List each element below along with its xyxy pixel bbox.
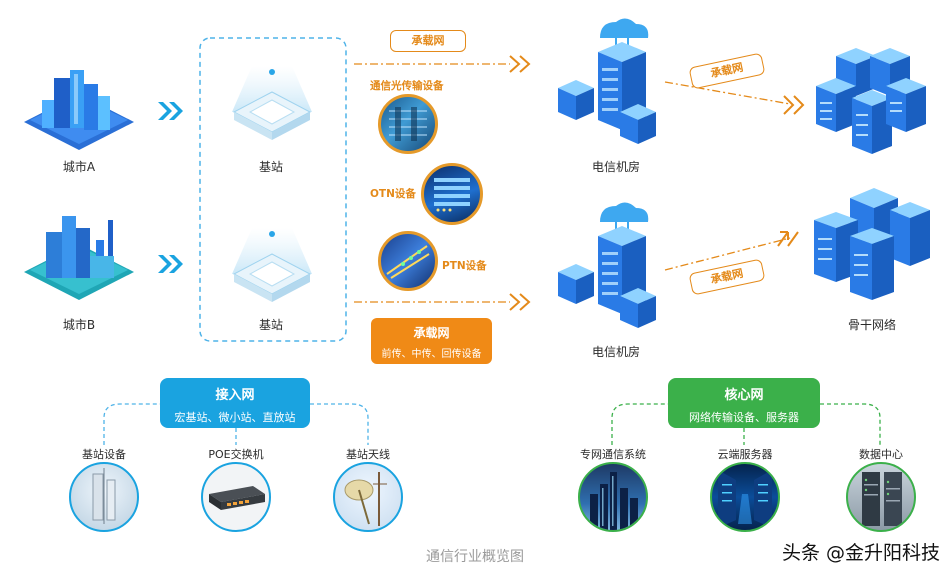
carrier-network-box: 承载网 前传、中传、回传设备: [371, 318, 492, 364]
base-station-icon: [226, 218, 318, 306]
backbone-network-illustration: [810, 186, 930, 304]
carrier-network-tag: 承载网: [390, 30, 466, 52]
access-network-title: 接入网: [215, 388, 255, 403]
private-network-system-image: [578, 462, 648, 532]
poe-switch-image: [201, 462, 271, 532]
cloud-server-image: [710, 462, 780, 532]
carrier-network-title: 承载网: [413, 326, 450, 340]
city-b-label: 城市B: [62, 318, 96, 332]
base-station-equipment-image: [69, 462, 139, 532]
access-item-label: POE交换机: [208, 448, 264, 461]
city-a-illustration: [24, 60, 134, 150]
access-item-label: 基站天线: [346, 448, 390, 461]
arrow-right-icon: [782, 94, 808, 116]
core-item-label: 专网通信系统: [580, 448, 646, 461]
core-item-label: 数据中心: [859, 448, 903, 461]
city-a-label: 城市A: [62, 160, 96, 174]
core-network-box: 核心网 网络传输设备、服务器: [668, 378, 820, 428]
telecom-room-label: 电信机房: [591, 345, 640, 359]
base-station-label: 基站: [258, 160, 283, 174]
arrow-right-icon: [776, 226, 802, 248]
server-cluster-illustration: [806, 36, 926, 166]
access-network-box: 接入网 宏基站、微小站、直放站: [160, 378, 310, 428]
figure-caption: 通信行业概览图: [426, 549, 524, 565]
base-station-antenna-image: [333, 462, 403, 532]
device-label: 通信光传输设备: [370, 80, 444, 92]
core-item-label: 云端服务器: [717, 448, 773, 461]
city-b-illustration: [24, 210, 134, 300]
data-center-image: [846, 462, 916, 532]
device-label: OTN设备: [370, 188, 416, 200]
telecom-room-illustration: [556, 12, 666, 147]
watermark-text: 头条 @金升阳科技: [781, 542, 940, 564]
optical-transmission-device-image: [378, 94, 438, 154]
access-item-label: 基站设备: [82, 448, 126, 461]
chevron-right-icon: [156, 100, 186, 122]
ptn-device-image: [378, 231, 438, 291]
backbone-network-label: 骨干网络: [847, 318, 896, 332]
base-station-icon: [226, 56, 318, 144]
carrier-network-subtitle: 前传、中传、回传设备: [381, 349, 482, 360]
core-network-title: 核心网: [724, 388, 764, 403]
telecom-room-label: 电信机房: [591, 160, 640, 174]
chevron-right-icon: [156, 253, 186, 275]
arrow-right-icon: [508, 54, 534, 74]
access-network-subtitle: 宏基站、微小站、直放站: [174, 411, 296, 424]
core-network-subtitle: 网络传输设备、服务器: [689, 411, 799, 424]
telecom-room-illustration: [556, 196, 666, 331]
arrow-right-icon: [508, 292, 534, 312]
device-label: PTN设备: [442, 260, 487, 272]
base-station-label: 基站: [258, 318, 283, 332]
otn-device-image: [421, 163, 483, 225]
